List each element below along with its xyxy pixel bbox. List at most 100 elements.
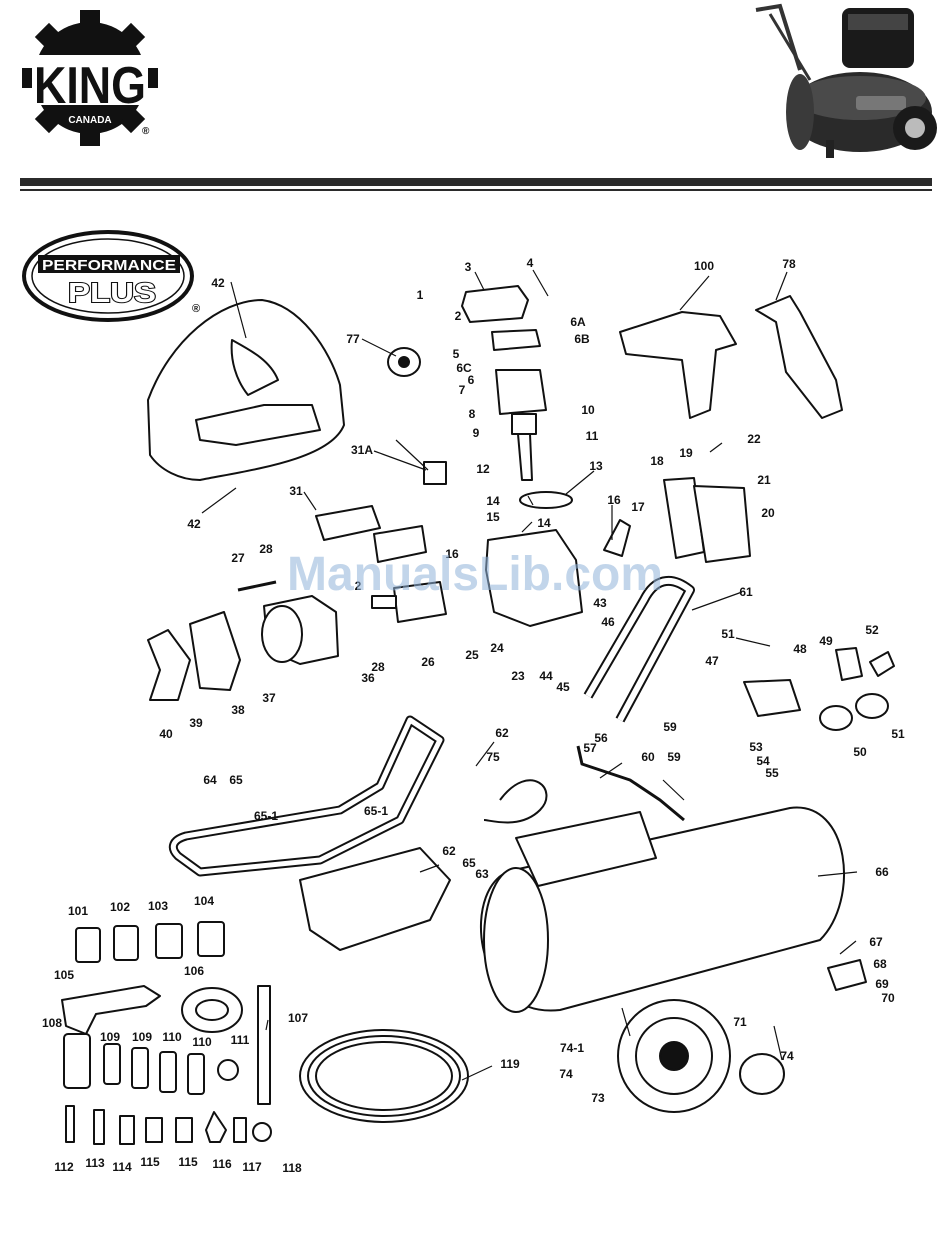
part-label-22: 21: [757, 473, 771, 487]
brand-name: KING: [34, 57, 146, 115]
part-label-6A: 6A: [570, 315, 586, 329]
part-label-69: 67: [869, 935, 883, 949]
part-label-58: 57: [583, 741, 597, 755]
part-label-40: 40: [159, 727, 173, 741]
part-label-55: 54: [756, 754, 770, 768]
part-label-2b: 2: [355, 579, 362, 593]
part-label-29: 27: [231, 551, 245, 565]
part-label-28: 28: [371, 660, 385, 674]
part-label-66b: 65: [462, 856, 476, 870]
part-label-76: 74-1: [560, 1041, 584, 1055]
part-label-60: 59: [667, 750, 681, 764]
part-label-110a: 109: [100, 1030, 120, 1044]
performance-plus-badge: PERFORMANCE PLUS ®: [22, 230, 200, 322]
part-label-68: 66: [875, 865, 889, 879]
part-label-52: 52: [865, 623, 879, 637]
part-label-16: 15: [486, 510, 500, 524]
part-label-49: 49: [819, 634, 833, 648]
part-label-71: 69: [875, 977, 889, 991]
part-label-78: 77: [346, 332, 360, 346]
part-label-56: 55: [765, 766, 779, 780]
part-label-50: 50: [853, 745, 867, 759]
part-label-62: 61: [739, 585, 753, 599]
part-label-118: 117: [242, 1160, 262, 1174]
part-label-66a: 65: [229, 773, 243, 787]
badge-line2: PLUS: [68, 277, 156, 308]
part-label-8: 8: [469, 407, 476, 421]
part-label-6B: 6B: [574, 332, 590, 346]
part-label-25: 24: [490, 641, 504, 655]
part-label-51: 51: [891, 727, 905, 741]
part-label-45: 45: [556, 680, 570, 694]
part-label-48: 48: [793, 642, 807, 656]
part-label-6: 6: [468, 373, 475, 387]
part-label-38: 38: [231, 703, 245, 717]
part-drawings: [61, 285, 895, 1145]
part-label-14: 14: [537, 516, 551, 530]
part-label-19: 18: [650, 454, 664, 468]
part-label-30: 28: [259, 542, 273, 556]
part-label-59: 59: [663, 720, 677, 734]
part-label-63: 62: [495, 726, 509, 740]
part-label-115: 114: [112, 1160, 132, 1174]
king-canada-logo: KING CANADA ®: [22, 10, 158, 146]
part-label-74: 73: [591, 1091, 605, 1105]
part-label-3: 3: [465, 260, 472, 274]
part-label-73: 71: [733, 1015, 747, 1029]
part-labels: 42 3 4 1 2 5 6C 6 7 6A 6B 77 8 9 10 11 1…: [42, 256, 905, 1175]
part-label-31A: 31A: [351, 443, 373, 457]
part-label-15a: 14: [486, 494, 500, 508]
part-label-111a: 110: [162, 1030, 182, 1044]
part-label-15b: 16: [445, 547, 459, 561]
part-label-44: 44: [539, 669, 553, 683]
part-label-65-1: 64: [203, 773, 217, 787]
badge-registered-mark: ®: [192, 303, 200, 315]
part-label-113: 112: [54, 1160, 74, 1174]
part-label-112: 111: [231, 1033, 250, 1047]
badge-line1: PERFORMANCE: [42, 257, 176, 274]
part-label-109: 108: [42, 1016, 62, 1030]
part-label-11: 11: [586, 429, 599, 443]
part-label-46: 46: [601, 615, 615, 629]
part-label-6C: 6C: [456, 361, 472, 375]
part-label-41: 42: [211, 276, 225, 290]
part-label-5: 5: [453, 347, 460, 361]
part-label-104: 103: [148, 899, 168, 913]
part-label-100: 78: [782, 257, 796, 271]
part-label-102: 101: [68, 904, 88, 918]
part-label-120: 119: [500, 1057, 520, 1071]
part-label-72: 70: [881, 991, 895, 1005]
part-label-70: 68: [873, 957, 887, 971]
part-label-42: 42: [187, 517, 201, 531]
part-label-26: 25: [465, 648, 479, 662]
part-label-67b: 65-1: [364, 804, 388, 818]
part-label-77: 75: [486, 750, 500, 764]
compressor-product-photo: [755, 3, 937, 158]
part-label-39: 39: [189, 716, 203, 730]
part-label-61: 60: [641, 750, 655, 764]
leader-lines: [201, 269, 858, 1081]
watermark-text: ManualsLib.com: [287, 548, 663, 601]
part-label-117: 116: [212, 1157, 232, 1171]
part-label-47: 47: [705, 654, 719, 668]
part-label-65: 63: [475, 867, 489, 881]
part-label-105: 104: [194, 894, 214, 908]
part-label-116a: 115: [140, 1155, 160, 1169]
brand-sub: CANADA: [68, 115, 111, 126]
part-label-107: 106: [184, 964, 204, 978]
part-label-1: 1: [417, 288, 424, 302]
part-label-64: 62: [442, 844, 456, 858]
part-label-13: 13: [589, 459, 603, 473]
part-label-31: 31: [289, 484, 303, 498]
part-label-119: 118: [282, 1161, 302, 1175]
part-label-7: 7: [459, 383, 466, 397]
part-label-74-1: 74: [780, 1049, 794, 1063]
part-label-17: 16: [607, 493, 621, 507]
part-label-4: 4: [527, 256, 534, 270]
part-label-101: 100: [694, 259, 714, 273]
part-label-24: 23: [511, 669, 525, 683]
part-label-2: 2: [455, 309, 462, 323]
part-label-10: 10: [581, 403, 595, 417]
